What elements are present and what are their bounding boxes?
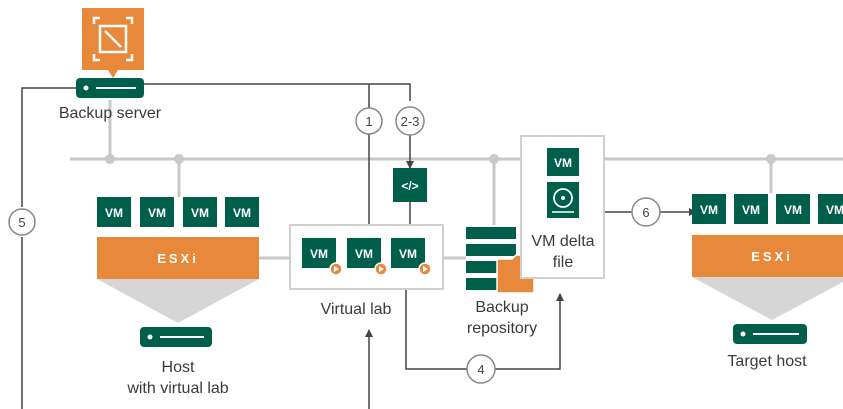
target-vm-4: VM [818,194,843,224]
svg-text:VM: VM [554,156,572,170]
step-2-3: 2-3 [395,106,425,136]
step-1: 1 [355,107,383,135]
step-4: 4 [466,354,496,384]
code-icon: </> [393,168,427,202]
target-host-label: Target host [727,353,807,370]
control-connectors [21,83,697,409]
svg-text:5: 5 [18,215,25,230]
delta-vm: VM [547,148,579,176]
source-esxi-bar [97,237,259,279]
svg-text:VM: VM [233,206,251,220]
target-host: VM VM VM VM ESXi Target host [692,194,843,370]
step-5: 5 [8,208,36,236]
lab-vm-1: VM [302,238,343,276]
step-6: 6 [631,197,661,227]
target-esxi-label: ESXi [751,249,793,264]
backup-server-label: Backup server [59,105,162,122]
host-label-line2: with virtual lab [126,380,228,397]
delta-label-line2: file [553,254,574,271]
network-line [70,100,843,260]
vm-delta-file: VM VM delta file [520,135,605,279]
svg-text:VM: VM [355,247,373,261]
source-vm-3: VM [183,197,217,227]
svg-text:VM: VM [742,203,760,217]
svg-text:VM: VM [399,247,417,261]
svg-text:VM: VM [826,203,843,217]
repository-label-line1: Backup [475,299,528,316]
svg-text:1: 1 [365,114,372,129]
backup-repository: Backup repository [466,227,537,337]
virtual-lab-label: Virtual lab [321,301,392,318]
source-vm-4: VM [225,197,259,227]
lab-vm-3: VM [391,238,432,276]
source-vm-2: VM [140,197,174,227]
virtual-lab: VM VM VM Virtual lab [289,224,444,318]
svg-text:VM: VM [105,206,123,220]
svg-text:6: 6 [642,205,649,220]
repository-label-line2: repository [467,320,537,337]
source-host-funnel [97,279,259,323]
source-vm-1: VM [97,197,131,227]
source-esxi-label: ESXi [157,251,199,266]
delta-label-line1: VM delta [531,233,594,250]
svg-text:VM: VM [784,203,802,217]
target-vm-3: VM [776,194,810,224]
svg-text:VM: VM [148,206,166,220]
svg-text:VM: VM [700,203,718,217]
host-label-line1: Host [162,359,195,376]
repository-stack-icon [466,227,516,239]
svg-text:VM: VM [191,206,209,220]
svg-text:4: 4 [477,362,484,377]
target-host-funnel [692,277,843,320]
svg-text:2-3: 2-3 [401,114,420,129]
disk-icon [547,182,579,218]
svg-text:</>: </> [401,179,418,193]
svg-text:VM: VM [310,247,328,261]
target-esxi-bar [692,235,843,277]
target-vm-1: VM [692,194,726,224]
lab-vm-2: VM [347,238,388,276]
target-vm-2: VM [734,194,768,224]
backup-server: Backup server [59,8,162,122]
source-host: VM VM VM VM ESXi Host with virtual lab [97,197,259,397]
